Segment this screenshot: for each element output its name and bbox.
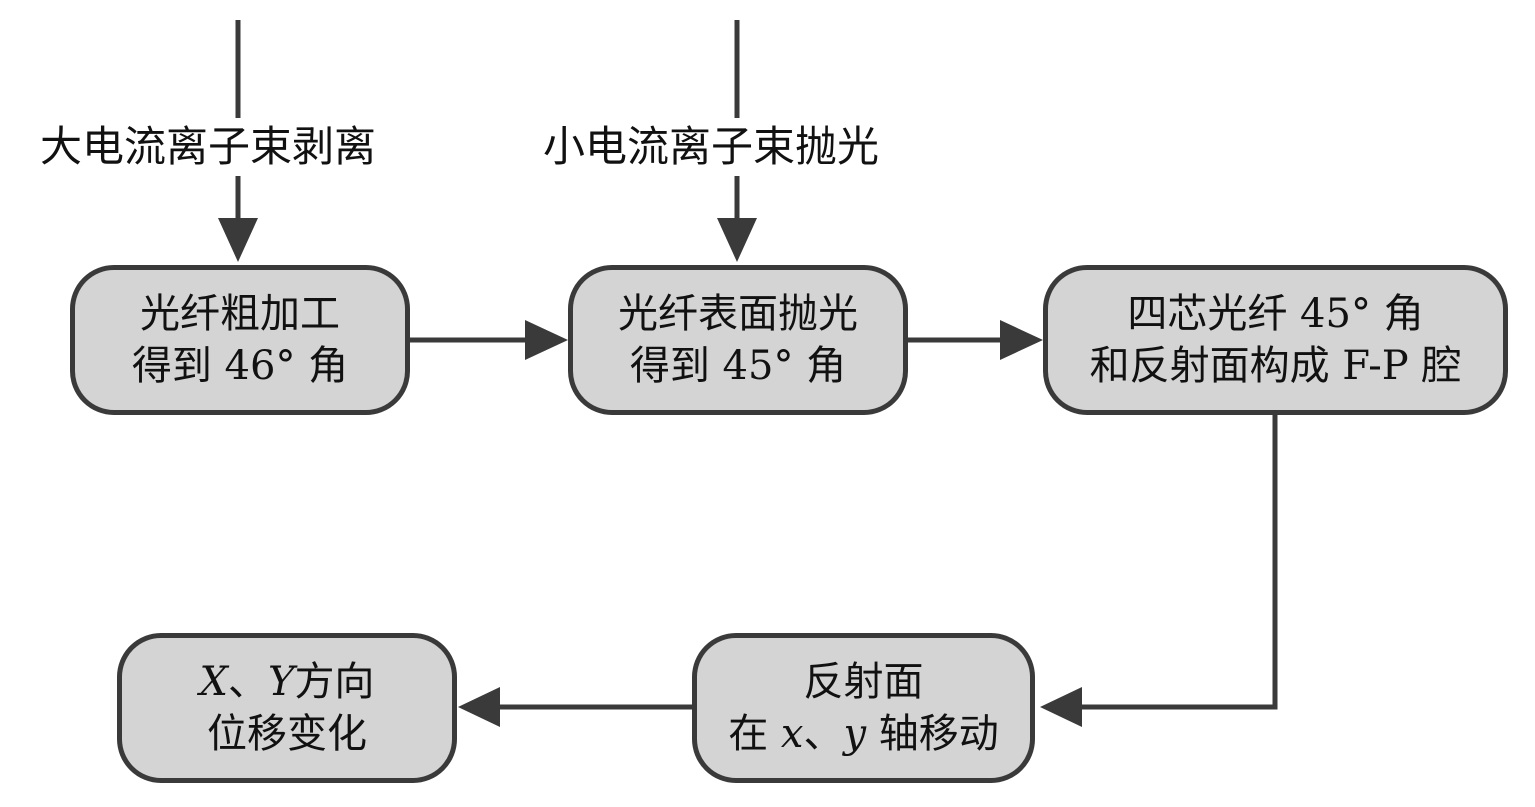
arrowhead-down-2 xyxy=(717,218,757,262)
arrow-node3-to-node4 xyxy=(1080,412,1278,710)
node-surface-polishing: 光纤表面抛光 得到 45° 角 xyxy=(568,265,908,415)
node-reflector-move: 反射面 在 x、y 轴移动 xyxy=(692,633,1035,783)
node-1-line-1: 光纤粗加工 xyxy=(140,291,340,337)
node-4-text-b: 、 xyxy=(803,711,844,757)
node-displacement-change: X、Y方向 位移变化 xyxy=(117,633,457,783)
node-2-line-1: 光纤表面抛光 xyxy=(618,291,858,337)
node-5-line-1: X、Y方向 xyxy=(200,656,375,708)
node-5-line-2: 位移变化 xyxy=(207,711,367,757)
node-4-line-1: 反射面 xyxy=(803,659,924,705)
node-2-line-2: 得到 45° 角 xyxy=(629,343,847,389)
node-3-line-1: 四芯光纤 45° 角 xyxy=(1127,291,1424,337)
arrowhead-left-2 xyxy=(458,687,500,727)
arrowhead-left-1 xyxy=(1040,687,1082,727)
node-4-line-2: 在 x、y 轴移动 xyxy=(728,708,999,760)
node-4-text-a: 在 xyxy=(728,711,781,757)
node-3-line-2: 和反射面构成 F-P 腔 xyxy=(1089,343,1462,389)
node-4-axis-y: y xyxy=(843,711,867,757)
node-4-text-c: 轴移动 xyxy=(866,711,999,757)
node-5-text-b: 方向 xyxy=(294,659,375,705)
node-fp-cavity: 四芯光纤 45° 角 和反射面构成 F-P 腔 xyxy=(1043,265,1508,415)
node-1-line-2: 得到 46° 角 xyxy=(131,343,349,389)
input-label-2: 小电流离子束抛光 xyxy=(537,118,886,176)
node-5-text-a: 、 xyxy=(228,659,269,705)
arrowhead-right-2 xyxy=(1000,320,1043,360)
arrowhead-down-1 xyxy=(218,218,258,262)
node-5-axis-y: Y xyxy=(268,659,295,705)
node-rough-processing: 光纤粗加工 得到 46° 角 xyxy=(70,265,410,415)
arrowhead-right-1 xyxy=(525,320,568,360)
input-label-1: 大电流离子束剥离 xyxy=(34,118,383,176)
node-4-axis-x: x xyxy=(780,711,804,757)
node-5-axis-x: X xyxy=(199,659,229,705)
